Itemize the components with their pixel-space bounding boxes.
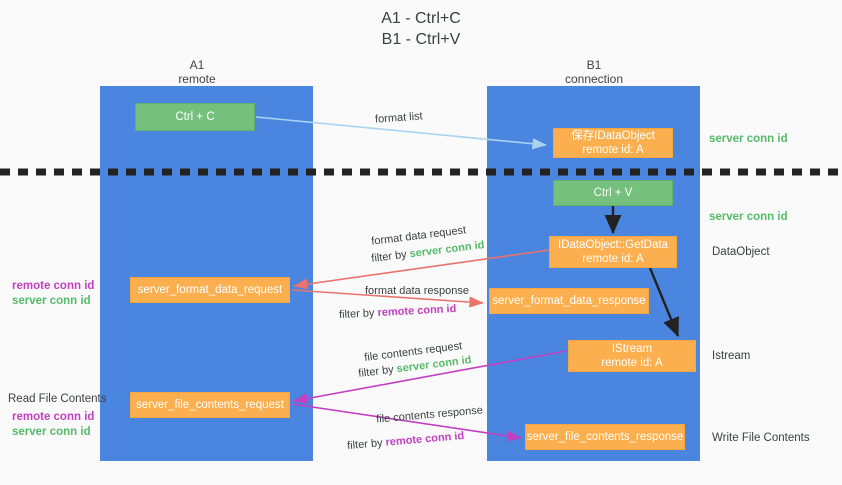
box-server-file-contents-request[interactable]: server_file_contents_request <box>130 392 290 418</box>
left-label-format-server-conn-id: server conn id <box>12 295 91 307</box>
box-ctrl-c[interactable]: Ctrl + C <box>135 103 255 131</box>
edge-label-format-data-response: format data response <box>365 285 469 297</box>
box-ctrl-v-label: Ctrl + V <box>593 187 633 199</box>
lane-b1-name: B1 <box>586 58 602 72</box>
box-server-format-data-response-label: server_format_data_response <box>492 295 646 307</box>
filter-emphasis-remote-conn-id: remote conn id <box>385 429 465 449</box>
title-line-1: A1 - Ctrl+C <box>381 10 461 27</box>
lane-caption-b1: B1 connection <box>534 58 654 86</box>
diagram-title: A1 - Ctrl+C B1 - Ctrl+V <box>0 8 842 50</box>
left-label-file-server-conn-id: server conn id <box>12 426 91 438</box>
box-idataobject-getdata[interactable]: IDataObject::GetData remote id: A <box>549 236 677 268</box>
box-server-file-contents-response-label: server_file_contents_response <box>526 431 684 443</box>
box-istream-line2: remote id: A <box>601 357 663 369</box>
lane-a1-sub: remote <box>178 72 216 86</box>
filter-prefix: filter by <box>357 363 398 380</box>
filter-prefix: filter by <box>338 307 378 322</box>
edge-label-format-list: format list <box>374 110 424 126</box>
left-label-format-remote-conn-id: remote conn id <box>12 280 95 292</box>
box-server-format-data-request[interactable]: server_format_data_request <box>130 277 290 303</box>
right-label-write-file-contents: Write File Contents <box>712 432 810 444</box>
right-label-istream: Istream <box>712 350 751 362</box>
box-istream[interactable]: IStream remote id: A <box>568 340 696 372</box>
box-server-file-contents-request-label: server_file_contents_request <box>136 399 284 411</box>
box-server-file-contents-response[interactable]: server_file_contents_response <box>525 424 685 450</box>
filter-emphasis-remote-conn-id: remote conn id <box>377 302 457 320</box>
edge-label-format-data-response-filter: filter by remote conn id <box>339 302 457 322</box>
box-ctrl-c-label: Ctrl + C <box>175 111 215 123</box>
right-label-server-conn-id-top: server conn id <box>709 133 788 145</box>
box-save-idataobject-line1: 保存IDataObject <box>571 130 655 142</box>
box-istream-line1: IStream <box>611 343 653 355</box>
box-server-format-data-response[interactable]: server_format_data_response <box>489 288 649 314</box>
box-ctrl-v[interactable]: Ctrl + V <box>553 180 673 206</box>
lane-caption-a1: A1 remote <box>137 58 257 86</box>
title-line-2: B1 - Ctrl+V <box>381 31 461 48</box>
left-label-file-remote-conn-id: remote conn id <box>12 411 95 423</box>
box-save-idataobject-line2: remote id: A <box>582 144 644 156</box>
lane-b1-sub: connection <box>564 72 624 86</box>
box-idataobject-getdata-line1: IDataObject::GetData <box>558 239 668 251</box>
left-label-read-file-contents: Read File Contents <box>8 393 107 405</box>
box-idataobject-getdata-line2: remote id: A <box>582 253 644 265</box>
box-save-idataobject[interactable]: 保存IDataObject remote id: A <box>553 128 673 158</box>
edge-label-file-contents-response: file contents response <box>375 404 484 426</box>
lane-a1-name: A1 <box>189 58 205 72</box>
right-label-server-conn-id-mid: server conn id <box>709 211 788 223</box>
box-server-format-data-request-label: server_format_data_request <box>137 284 283 296</box>
filter-prefix: filter by <box>370 248 411 265</box>
right-label-dataobject: DataObject <box>712 246 770 258</box>
filter-prefix: filter by <box>346 436 387 453</box>
edge-label-file-contents-response-filter: filter by remote conn id <box>347 429 465 453</box>
